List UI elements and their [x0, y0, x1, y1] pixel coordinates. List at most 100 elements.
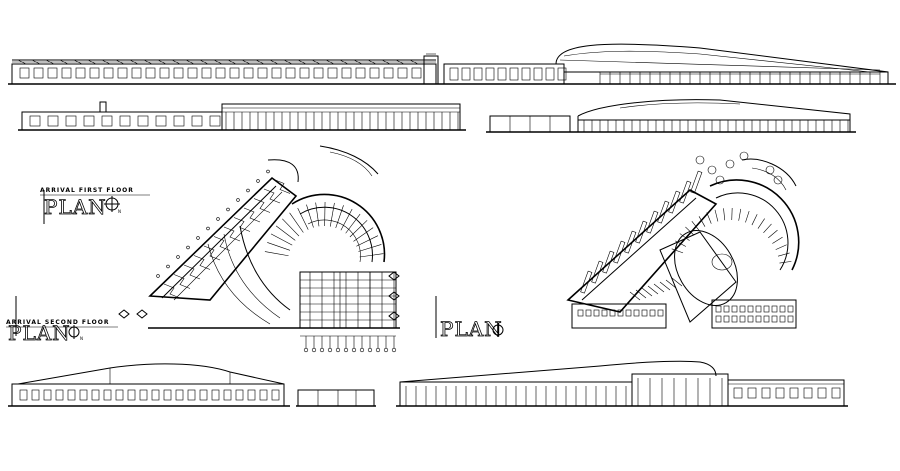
seat-row — [356, 235, 379, 247]
room-partition — [213, 236, 231, 251]
elevation-top-left — [8, 53, 440, 85]
window-mark — [91, 389, 100, 401]
window-mark — [33, 67, 44, 79]
window-mark — [191, 115, 203, 127]
column-mark — [196, 236, 200, 240]
roof-truss — [73, 59, 83, 65]
seat-row — [264, 251, 289, 257]
window-mark — [271, 389, 280, 401]
roof-truss — [269, 59, 279, 65]
roof-truss — [143, 59, 153, 65]
window-mark — [509, 67, 519, 81]
room-partition — [163, 283, 181, 299]
window-mark — [159, 67, 170, 79]
room-bay — [591, 260, 604, 284]
axis-bubble — [303, 347, 309, 353]
room-cell — [617, 309, 624, 317]
tree-icon — [739, 151, 749, 161]
window-mark — [43, 389, 52, 401]
window-mark — [831, 387, 841, 399]
room-bay — [657, 200, 670, 224]
window-mark — [327, 67, 338, 79]
room-bay — [635, 220, 648, 244]
roof-truss — [115, 59, 125, 65]
seat-row — [671, 248, 684, 254]
window-mark — [369, 67, 380, 79]
seat-row — [358, 244, 382, 252]
room-bay — [646, 210, 659, 234]
window-mark — [89, 67, 100, 79]
axis-bubble — [391, 347, 397, 353]
window-mark — [449, 67, 459, 81]
column-mark — [206, 226, 210, 231]
roof-truss — [255, 59, 265, 65]
seat-row — [714, 209, 719, 222]
room-cell — [577, 309, 584, 317]
room-cell — [609, 309, 616, 317]
seat-row — [745, 210, 750, 223]
seat-row — [685, 226, 695, 236]
level-marker — [388, 311, 400, 321]
svg-text:N: N — [118, 209, 121, 214]
axis-bubble — [343, 347, 349, 353]
room-partition — [193, 255, 211, 270]
roof-truss — [311, 59, 321, 65]
column-mark — [186, 245, 190, 250]
elevation-middle-right — [486, 99, 856, 133]
tree-icon — [695, 155, 705, 165]
furniture-mark — [665, 279, 677, 289]
room-cell — [723, 305, 730, 313]
window-mark — [257, 67, 268, 79]
seat-row — [779, 261, 792, 264]
room-cell — [763, 305, 770, 313]
seat-row — [723, 208, 726, 221]
window-mark — [47, 115, 59, 127]
window-mark — [397, 67, 408, 79]
window-mark — [61, 67, 72, 79]
window-mark — [223, 389, 232, 401]
svg-text:ARRIVAL FIRST FLOOR: ARRIVAL FIRST FLOOR — [40, 187, 134, 194]
room-cell — [633, 309, 640, 317]
seat-row — [275, 225, 296, 241]
window-mark — [243, 67, 254, 79]
room-partition — [263, 188, 281, 204]
plan-title-first: ARRIVAL FIRST FLOOR PLAN N — [40, 187, 150, 224]
window-mark — [119, 115, 131, 127]
roof-truss — [31, 59, 41, 65]
window-mark — [461, 67, 471, 81]
roof-truss — [129, 59, 139, 65]
column-mark — [246, 188, 250, 193]
column-mark — [156, 274, 160, 278]
floor-plan-first: ARRIVAL FIRST FLOOR PLAN N — [40, 145, 400, 353]
seat-row — [289, 212, 304, 233]
window-mark — [473, 67, 483, 81]
window-mark — [775, 387, 785, 399]
seat-row — [751, 214, 758, 226]
room-bay — [690, 170, 703, 194]
floor-plan-second: ARRIVAL SECOND FLOOR PLAN N PLAN — [6, 151, 800, 345]
seat-row — [270, 233, 293, 246]
roof-truss — [381, 59, 391, 65]
room-bay — [668, 190, 681, 214]
level-marker — [388, 291, 400, 301]
tree-icon — [707, 165, 717, 175]
roof-truss — [395, 59, 405, 65]
seat-row — [738, 208, 742, 221]
svg-text:PLAN: PLAN — [8, 321, 71, 345]
room-cell — [715, 315, 722, 323]
column-mark — [226, 207, 230, 212]
room-partition — [243, 207, 261, 223]
furniture-mark — [641, 287, 653, 297]
room-cell — [739, 315, 746, 323]
elevation-top-right — [440, 43, 896, 85]
room-partition — [253, 198, 271, 213]
window-mark — [79, 389, 88, 401]
window-mark — [235, 389, 244, 401]
furniture-mark — [629, 291, 641, 301]
window-mark — [747, 387, 757, 399]
window-mark — [173, 67, 184, 79]
level-marker — [388, 271, 400, 281]
seat-row — [340, 208, 353, 231]
room-cell — [771, 315, 778, 323]
furniture-mark — [647, 285, 659, 295]
